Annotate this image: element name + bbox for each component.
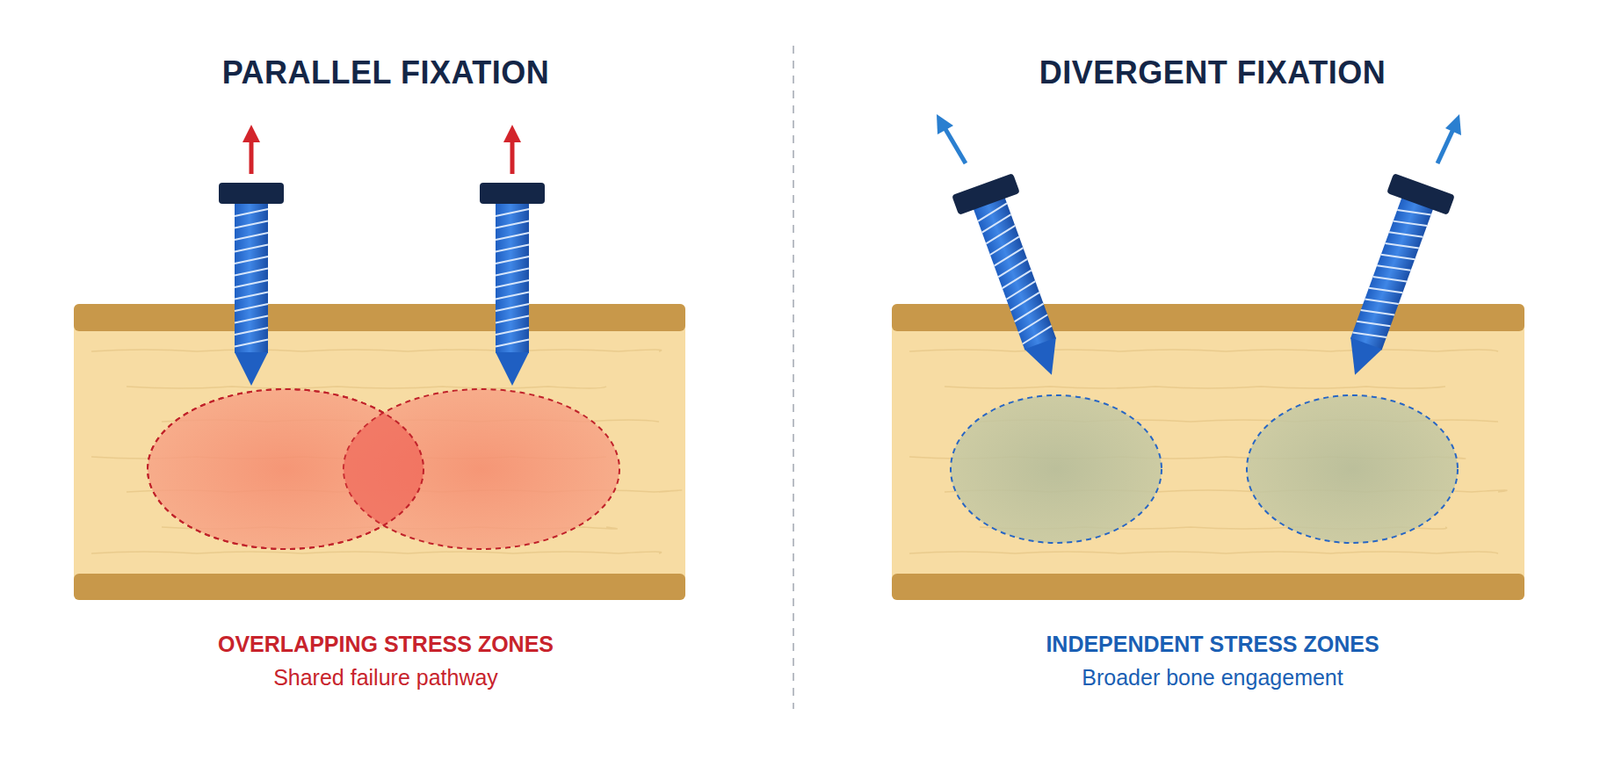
bone-block xyxy=(73,304,686,601)
zone-subcaption: Shared failure pathway xyxy=(273,665,499,691)
bone-screw xyxy=(479,182,545,386)
pullout-arrow xyxy=(242,124,522,174)
bone-block xyxy=(891,304,1525,601)
stress-zone xyxy=(147,389,620,550)
panel-heading: DIVERGENT FIXATION xyxy=(1039,54,1386,92)
zone-caption: OVERLAPPING STRESS ZONES xyxy=(217,631,554,658)
zone-subcaption: Broader bone engagement xyxy=(1081,665,1343,691)
bone-screw xyxy=(951,173,1083,386)
bone-screw xyxy=(1324,173,1456,386)
stress-zone xyxy=(950,395,1458,543)
panel-divider xyxy=(792,45,795,710)
zone-caption: INDEPENDENT STRESS ZONES xyxy=(1045,631,1379,658)
bone-screw xyxy=(218,182,284,386)
pullout-arrow xyxy=(936,114,1462,164)
panel-heading: PARALLEL FIXATION xyxy=(222,54,551,92)
